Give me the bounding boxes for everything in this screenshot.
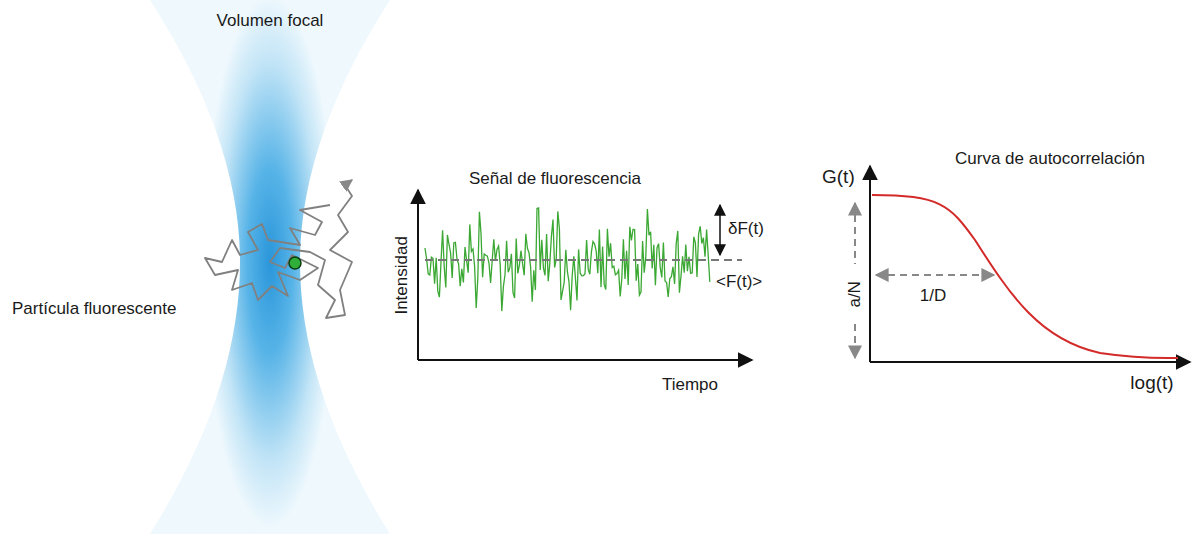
axis-label: a/N bbox=[846, 279, 865, 309]
axis-label: Intensidad bbox=[393, 236, 412, 314]
tau-arrow bbox=[876, 274, 994, 276]
random-walk bbox=[205, 185, 352, 318]
amplitude-arrow bbox=[854, 203, 856, 264]
y-axis bbox=[417, 190, 419, 360]
panel-title: Curva de autocorrelación bbox=[955, 150, 1145, 169]
panel-title: Volumen focal bbox=[217, 12, 324, 31]
particle-label: Partícula fluorescente bbox=[12, 300, 176, 319]
axis-label: 1/D bbox=[920, 287, 946, 306]
autocorrelation-curve bbox=[872, 195, 1178, 358]
axis-label: Tiempo bbox=[662, 376, 718, 395]
y-axis bbox=[869, 166, 871, 362]
panel-title: Señal de fluorescencia bbox=[469, 170, 641, 189]
axis-label: log(t) bbox=[1130, 373, 1173, 394]
signal-label: <F(t)> bbox=[716, 273, 762, 292]
x-axis bbox=[418, 359, 752, 361]
delta-arrow bbox=[719, 205, 721, 255]
mean-line bbox=[425, 259, 742, 261]
particle bbox=[289, 257, 301, 269]
signal-label: δF(t) bbox=[728, 220, 764, 239]
amplitude-arrow bbox=[854, 324, 856, 358]
x-axis bbox=[870, 361, 1190, 363]
walk-arrow bbox=[345, 180, 352, 185]
focal-volume bbox=[150, 0, 390, 534]
axis-label: G(t) bbox=[822, 167, 855, 188]
